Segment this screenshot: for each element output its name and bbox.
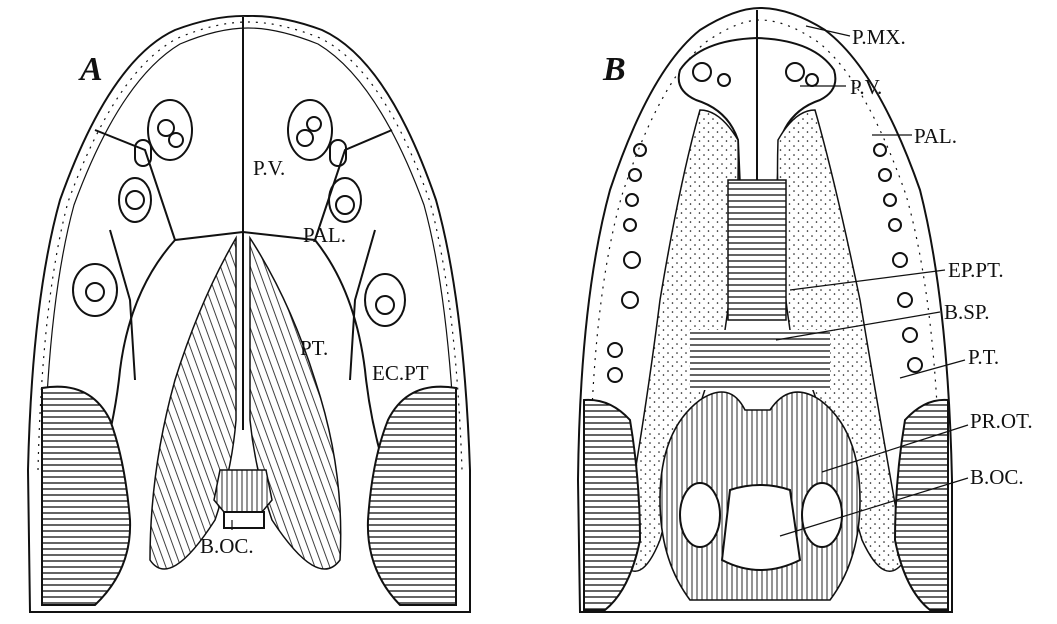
panel-b-label-eppt: EP.PT. [948,258,1004,282]
panel-b-letter: B [602,51,626,88]
panel-a-label-pal: PAL. [303,223,346,247]
panel-a-basioccipital [214,470,272,512]
panel-b-otic-left [680,483,720,547]
panel-b-otic-right [802,483,842,547]
panel-a-label-boc: B.OC. [200,534,254,558]
panel-b-label-pv: P.V. [850,75,882,99]
panel-a-label-pv: P.V. [253,156,285,180]
panel-a-condyle [224,512,264,528]
panel-b-parasphenoid [728,180,786,320]
panel-a-letter: A [78,51,103,88]
panel-b-basioccipital [722,485,800,570]
panel-b-label-pt: P.T. [968,345,999,369]
panel-b-label-bsp: B.SP. [944,300,990,324]
panel-a: A P.V. PAL. PT. EC.PT B.OC. [28,16,470,612]
panel-b-interpterygoid-hatch [690,330,830,390]
panel-b-label-prot: PR.OT. [970,409,1033,433]
panel-b: B P.MX. P.V. PAL. EP.PT. B.SP. P.T. PR.O… [578,8,1033,612]
panel-a-label-pt: PT. [300,336,328,360]
panel-a-label-ecpt: EC.PT [372,361,429,385]
panel-b-label-pmx: P.MX. [852,25,906,49]
panel-b-label-boc: B.OC. [970,465,1024,489]
panel-b-label-pal: PAL. [914,124,957,148]
